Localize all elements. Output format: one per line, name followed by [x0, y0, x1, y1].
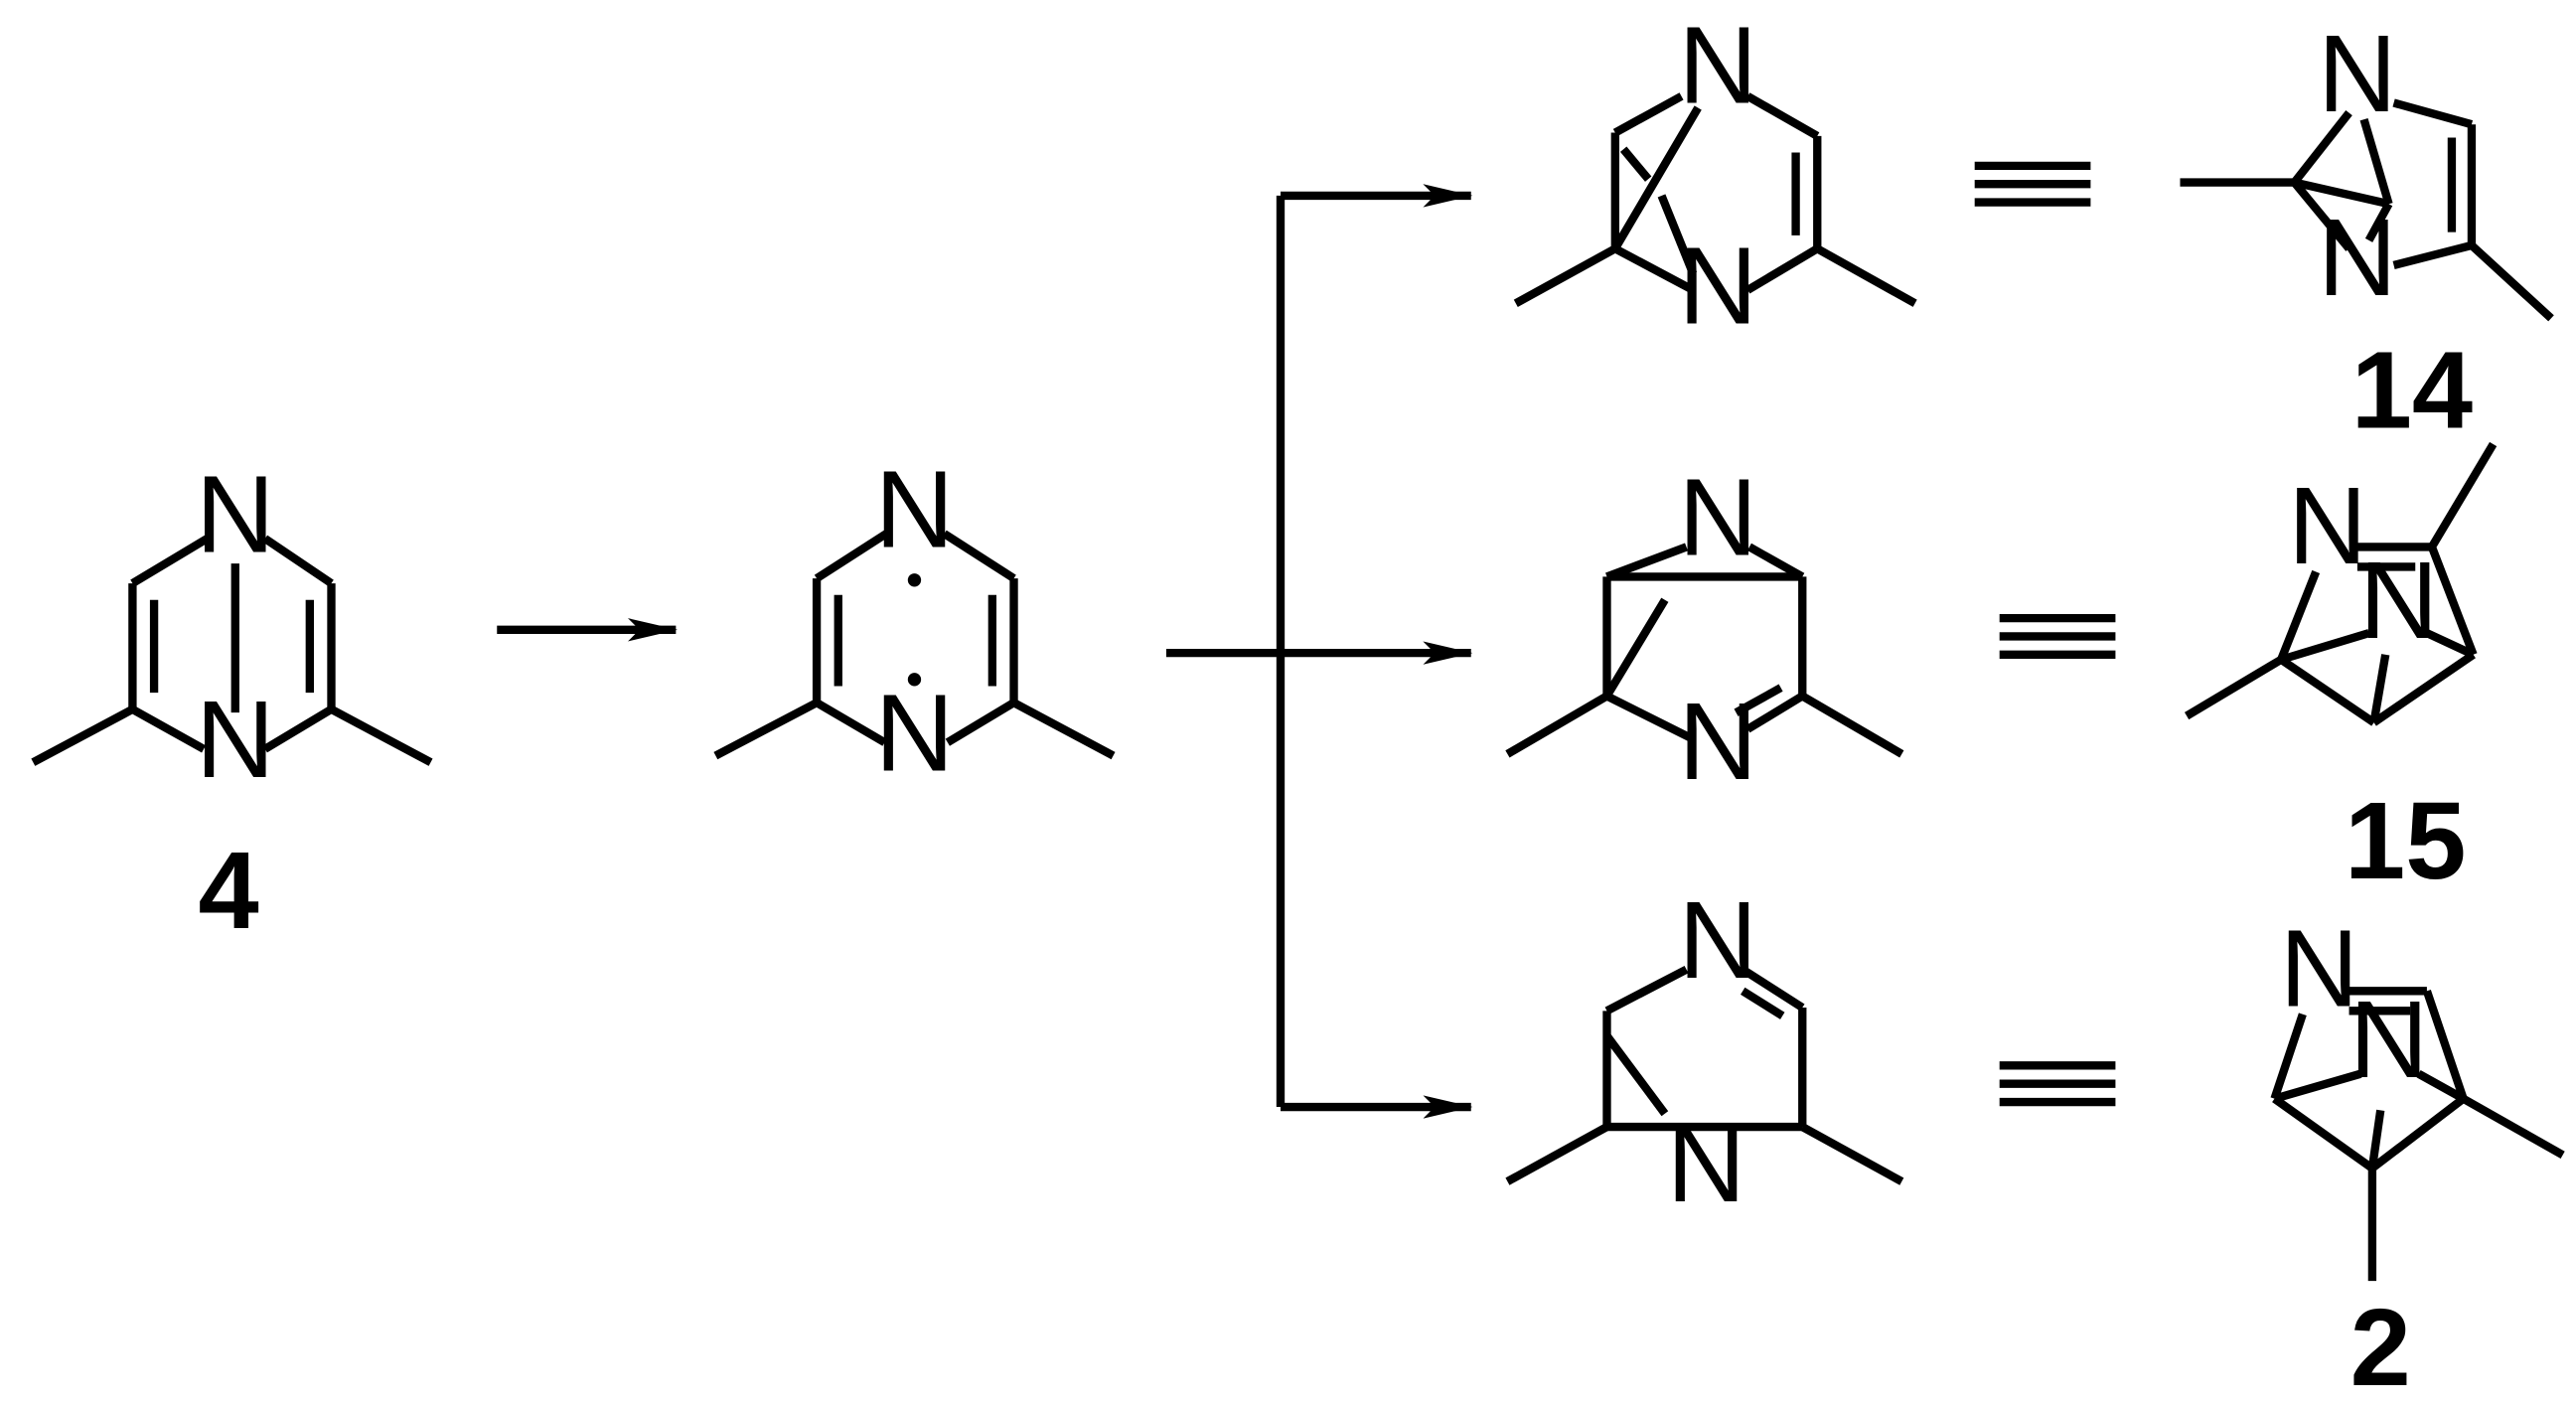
- compound-label-2: 2: [2350, 1287, 2411, 1407]
- compound-label-14: 14: [2351, 329, 2473, 451]
- atom-n-bottom: N: [1678, 225, 1756, 347]
- compound-15: N N 15: [2184, 441, 2498, 902]
- atom-n-bridge: N: [2359, 540, 2438, 662]
- compound-2: N N 2: [2270, 907, 2565, 1407]
- product-top-flat: N N: [1513, 5, 1917, 347]
- atom-n-top: N: [1678, 5, 1756, 127]
- diradical-intermediate: N N: [713, 448, 1116, 795]
- radical-dot-top: [907, 573, 922, 587]
- atom-n-bottom: N: [2318, 197, 2396, 319]
- atom-n-bottom: N: [196, 679, 274, 801]
- equivalence-sign-top: [1974, 161, 2091, 207]
- atom-n-top: N: [1678, 457, 1756, 579]
- molecule-4: N N 4: [31, 453, 433, 952]
- atom-n-top: N: [1678, 879, 1756, 1002]
- atom-n-bridge: N: [2349, 979, 2428, 1101]
- atom-n-top: N: [2288, 465, 2366, 587]
- equivalence-sign-bottom: [1999, 1061, 2116, 1107]
- product-bottom-flat: N N: [1505, 879, 1904, 1225]
- equivalence-sign-middle: [1999, 613, 2116, 659]
- product-middle-flat: N N: [1505, 457, 1904, 803]
- atom-n-top: N: [2318, 13, 2396, 135]
- radical-dot-bottom: [907, 673, 922, 687]
- atom-n-bottom: N: [875, 673, 954, 795]
- compound-label-15: 15: [2345, 780, 2466, 902]
- branching-arrows: [1165, 184, 1473, 1119]
- compound-14: N N 14: [2180, 13, 2554, 451]
- atom-n-bottom: N: [1678, 681, 1756, 803]
- atom-n-bottom: N: [1667, 1103, 1745, 1225]
- atom-n-top: N: [196, 453, 274, 575]
- compound-label-4: 4: [199, 830, 259, 952]
- atom-n-top: N: [875, 448, 954, 570]
- atom-n-top: N: [2280, 907, 2358, 1029]
